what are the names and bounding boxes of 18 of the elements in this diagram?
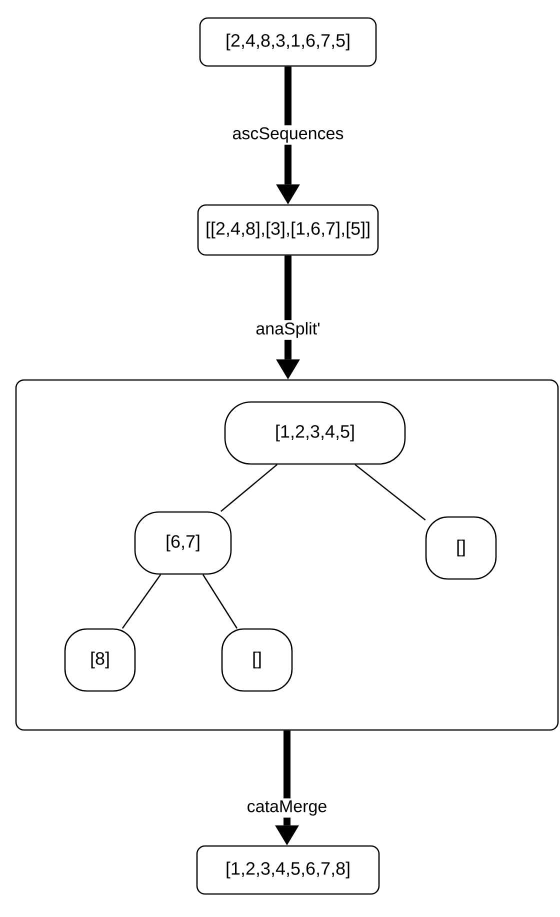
arrow (276, 66, 300, 204)
edge-label: cataMerge (244, 798, 330, 818)
tree-line (354, 464, 426, 520)
tree-node: [] (425, 516, 497, 580)
tree-line (122, 574, 162, 629)
tree-line (220, 464, 278, 512)
tree-line (202, 574, 238, 629)
edge-label: anaSplit' (254, 320, 322, 340)
tree-node: [6,7] (134, 511, 232, 575)
list-box: [2,4,8,3,1,6,7,5] (199, 17, 377, 67)
tree-node: [] (221, 628, 293, 692)
edge-label: ascSequences (230, 125, 346, 145)
tree-node: [8] (64, 628, 136, 692)
arrow (276, 256, 300, 380)
list-box: [1,2,3,4,5,6,7,8] (196, 845, 380, 895)
list-box: [[2,4,8],[3],[1,6,7],[5]] (197, 204, 379, 256)
arrow (275, 730, 299, 846)
tree-node: [1,2,3,4,5] (224, 401, 406, 465)
